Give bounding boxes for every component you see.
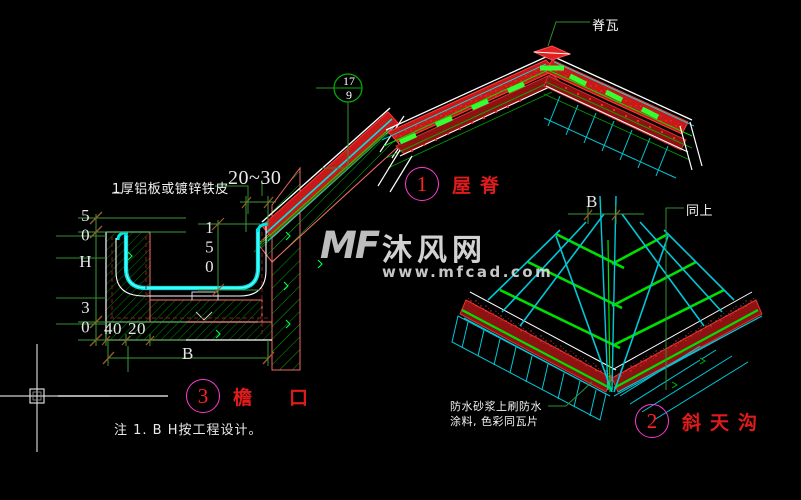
crosshair-cursor-graphic [0,344,110,452]
annotation-ridge-tile: 脊瓦 [592,19,620,34]
reference-callout-top: 17 [343,74,355,88]
detail-circle-3[interactable]: 3 [186,379,220,413]
watermark: MF 沐风网 www.mfcad.com [320,222,551,292]
detail-circle-2[interactable]: 2 [635,404,669,438]
watermark-logo: MF [320,224,380,267]
detail-label-valley: 斜天沟 [682,412,767,434]
detail-label-ridge: 屋脊 [452,175,509,197]
annotation-same-as-above: 同上 [686,204,714,219]
detail-label-eave: 檐 口 [233,387,318,409]
annotation-aluminum-sheet: 1厚铝板或镀锌铁皮 [112,182,229,197]
watermark-site-name: 沐风网 [382,233,487,268]
reference-callout-bottom: 9 [346,88,352,102]
detail-circle-1[interactable]: 1 [405,167,439,201]
detail-ridge-geometry [316,21,703,193]
detail-valley-geometry [451,195,763,421]
annotation-waterproof-line2: 涂料, 色彩同瓦片 [450,415,539,428]
detail-eave-geometry [56,107,417,397]
watermark-url: www.mfcad.com [382,263,554,281]
annotation-waterproof-line1: 防水砂浆上刷防水 [450,400,542,413]
footer-note: 注 1. B H按工程设计。 [114,423,263,438]
